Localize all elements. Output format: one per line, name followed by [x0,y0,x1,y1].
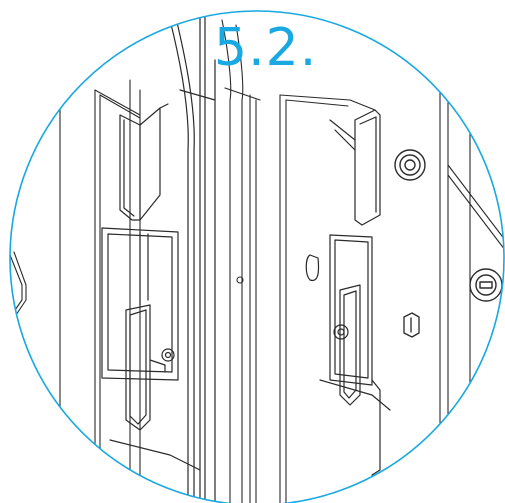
center-divider [221,19,261,503]
callout-circle-outline [9,10,505,503]
hex-nut [403,312,420,338]
step-number-label: 5.2. [214,18,318,78]
left-hinge-plate [169,11,216,503]
left-upper-tab [119,103,169,221]
bolt-upper [394,149,426,181]
left-profile-rail [10,11,141,503]
right-latch-box [305,234,391,476]
bolt-lower [469,268,503,302]
right-profile-rail [279,39,504,503]
left-latch-box [101,227,201,471]
right-upper-tab [329,109,381,226]
